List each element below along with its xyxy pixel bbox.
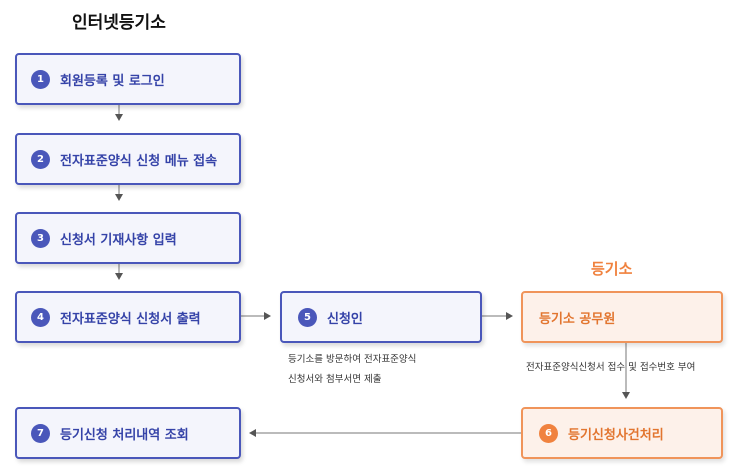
step-number-badge: 2 xyxy=(31,149,50,169)
step-3-box: 3 신청서 기재사항 입력 xyxy=(15,212,241,264)
applicant-note-line-1: 등기소를 방문하여 전자표준양식 xyxy=(288,354,417,365)
step-label: 전자표준양식 신청서 출력 xyxy=(60,311,201,327)
step-1-box: 1 회원등록 및 로그인 xyxy=(15,53,241,105)
applicant-note: 등기소를 방문하여 전자표준양식 신청서와 첨부서면 제출 xyxy=(288,350,416,390)
step-number-badge: 6 xyxy=(539,423,558,443)
clerk-note: 전자표준양식신청서 접수 및 접수번호 부여 xyxy=(526,362,696,373)
step-number-badge: 7 xyxy=(31,423,50,443)
step-4-box: 4 전자표준양식 신청서 출력 xyxy=(15,291,241,343)
applicant-box: 5 신청인 xyxy=(280,291,482,343)
step-7-box: 7 등기신청 처리내역 조회 xyxy=(15,407,241,459)
step-number-badge: 1 xyxy=(31,69,50,89)
registry-section-title: 등기소 xyxy=(591,260,633,278)
step-label: 신청서 기재사항 입력 xyxy=(60,232,177,248)
step-2-box: 2 전자표준양식 신청 메뉴 접속 xyxy=(15,133,241,185)
step-label: 회원등록 및 로그인 xyxy=(60,73,165,89)
step-number-badge: 4 xyxy=(31,307,50,327)
step-label: 등기신청 처리내역 조회 xyxy=(60,427,189,443)
diagram-title: 인터넷등기소 xyxy=(72,13,166,33)
clerk-label: 등기소 공무원 xyxy=(539,311,616,327)
step-number-badge: 5 xyxy=(298,307,317,327)
step-label: 전자표준양식 신청 메뉴 접속 xyxy=(60,153,218,169)
clerk-box: 등기소 공무원 xyxy=(521,291,723,343)
step-number-badge: 3 xyxy=(31,228,50,248)
applicant-note-line-2: 신청서와 첨부서면 제출 xyxy=(288,374,382,385)
step-label: 신청인 xyxy=(327,311,363,327)
step-6-box: 6 등기신청사건처리 xyxy=(521,407,723,459)
step-label: 등기신청사건처리 xyxy=(568,427,664,443)
